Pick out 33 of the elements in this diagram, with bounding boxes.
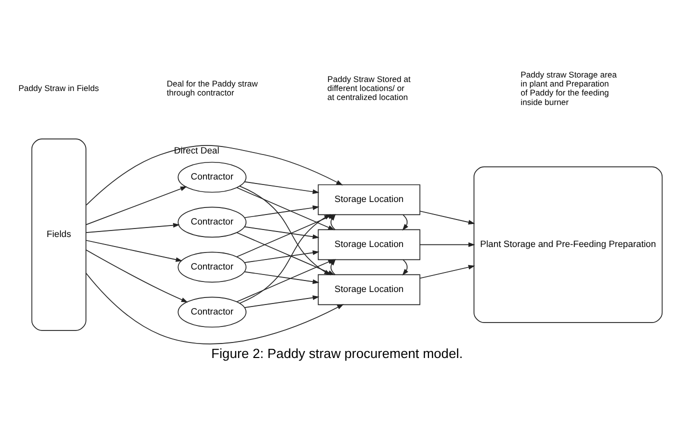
arrow (244, 204, 320, 218)
arrow (86, 249, 188, 302)
arrow (330, 213, 336, 230)
label: Paddy Straw in Fields (18, 82, 99, 93)
caption: Figure 2: Paddy straw procurement model. (211, 346, 463, 361)
node-box: Fields (31, 138, 86, 330)
arrow (244, 294, 320, 308)
arrow (86, 272, 344, 344)
arrow (86, 186, 188, 225)
node-box: Plant Storage and Pre-Feeding Preparation (474, 166, 663, 322)
arrow (420, 264, 476, 278)
node-box: Storage Location (318, 184, 420, 215)
node-box: Storage Location (318, 228, 420, 260)
label: Paddy straw Storage area in plant and Preparation of Paddy for the feeding inside burner (520, 68, 617, 106)
label: Deal for the Paddy straw through contractor (166, 78, 258, 98)
node-ellipse: Contractor (178, 251, 246, 282)
arrow (244, 180, 320, 194)
arrow (402, 258, 408, 276)
arrow (86, 222, 180, 232)
arrow (420, 210, 476, 224)
arrow (244, 250, 320, 262)
arrow (402, 214, 408, 230)
label: Paddy Straw Stored at different locations/ or at centralized location (327, 73, 411, 102)
arrow (330, 258, 336, 274)
arrow (86, 239, 182, 262)
node-box: Storage Location (318, 274, 420, 305)
arrow (86, 144, 343, 205)
node-ellipse: Contractor (178, 206, 246, 238)
arrow (244, 226, 320, 238)
edge-label: Direct Deal (174, 145, 220, 156)
arrow (244, 270, 320, 284)
arrow (236, 258, 335, 302)
arrow (420, 242, 476, 247)
